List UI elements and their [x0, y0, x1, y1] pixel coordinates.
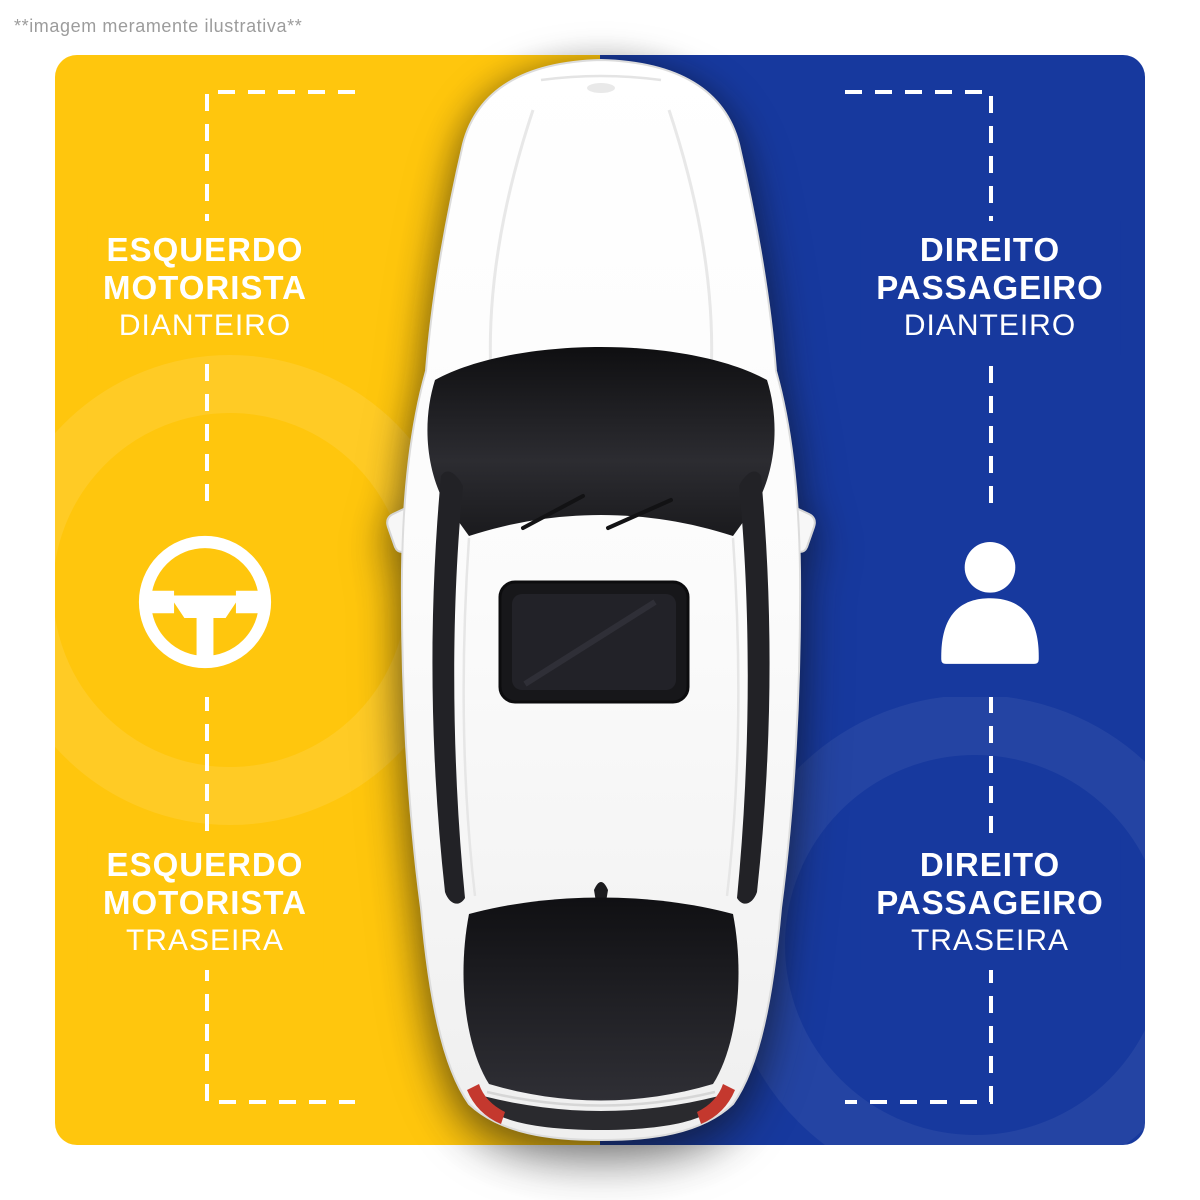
- taillights: [467, 1084, 735, 1124]
- hood-crease-lines: [488, 74, 714, 377]
- label-driver-rear: ESQUERDO MOTORISTA TRASEIRA: [87, 836, 323, 970]
- dashed-outline-left: [205, 90, 355, 1104]
- label-driver-front: ESQUERDO MOTORISTA DIANTEIRO: [87, 221, 323, 355]
- label-line: PASSAGEIRO: [876, 269, 1104, 306]
- label-line: ESQUERDO: [106, 846, 304, 883]
- label-passenger-front: DIREITO PASSAGEIRO DIANTEIRO: [860, 221, 1120, 355]
- label-line: PASSAGEIRO: [876, 884, 1104, 921]
- label-line: DIREITO: [919, 846, 1061, 883]
- windshield: [427, 347, 775, 536]
- person-icon: [941, 542, 1039, 664]
- passenger-icon-wrap: [895, 507, 1085, 697]
- label-line: MOTORISTA: [103, 269, 307, 306]
- label-line: DIREITO: [919, 231, 1061, 268]
- steering-wheel-icon: [138, 535, 272, 669]
- label-passenger-rear: DIREITO PASSAGEIRO TRASEIRA: [860, 836, 1120, 970]
- driver-icon-wrap: [110, 507, 300, 697]
- label-line: DIANTEIRO: [903, 309, 1077, 342]
- label-line: MOTORISTA: [103, 884, 307, 921]
- car-top-view-illustration: [383, 46, 819, 1170]
- label-line: DIANTEIRO: [118, 309, 292, 342]
- wiper-lines: [521, 494, 673, 530]
- rear-bumper: [482, 1090, 720, 1130]
- side-windows: [432, 471, 770, 904]
- label-line: TRASEIRA: [125, 924, 285, 957]
- car-top-view: [386, 58, 816, 1142]
- dashed-outline-right: [845, 90, 993, 1104]
- sunroof: [498, 580, 690, 704]
- label-line: TRASEIRA: [910, 924, 1070, 957]
- roof-lines: [462, 537, 740, 897]
- label-line: ESQUERDO: [106, 231, 304, 268]
- rear-window: [463, 897, 739, 1101]
- disclaimer-text: **imagem meramente ilustrativa**: [14, 16, 303, 36]
